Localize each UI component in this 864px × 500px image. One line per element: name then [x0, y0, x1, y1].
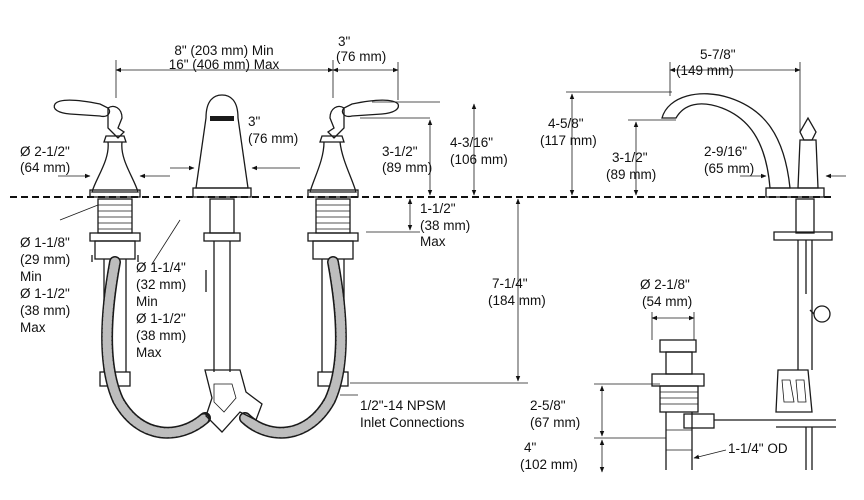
below-deck-label: 7-1/4" (184 mm) — [488, 276, 546, 308]
spout-hole-min-mm: (32 mm) — [136, 277, 186, 292]
spout-hole-max-mm: (38 mm) — [136, 328, 186, 343]
drain-assembly — [651, 339, 776, 470]
left-handle — [53, 99, 141, 198]
inlet-label: 1/2"-14 NPSM Inlet Connections — [360, 398, 465, 430]
drain-dia-label: Ø 2-1/8" (54 mm) — [640, 277, 692, 309]
spout-height-label: 4-5/8" (117 mm) — [540, 116, 597, 148]
spout-base-mm: (65 mm) — [704, 161, 754, 176]
spout-reach-mm: (149 mm) — [676, 63, 734, 78]
spout-shank — [203, 198, 241, 372]
spout-depth-mm: (76 mm) — [248, 131, 298, 146]
dimension-lines — [58, 60, 846, 473]
spout-hole-label: Ø 1-1/4" (32 mm) Min Ø 1-1/2" (38 mm) Ma… — [136, 260, 186, 360]
supply-hoses — [101, 256, 347, 439]
spout-hole-max-in: Ø 1-1/2" — [136, 311, 186, 326]
handle-hole-label: Ø 1-1/8" (29 mm) Min Ø 1-1/2" (38 mm) Ma… — [20, 235, 70, 335]
spout-outlet-height-mm: (89 mm) — [606, 167, 656, 182]
handle-offset-label: 3" (76 mm) — [336, 34, 386, 64]
handle-base-dia-in: Ø 2-1/2" — [20, 144, 70, 159]
spout-base-label: 2-9/16" (65 mm) — [704, 144, 754, 176]
handle-base-dia-mm: (64 mm) — [20, 160, 70, 175]
handle-offset-in: 3" — [338, 34, 351, 49]
below-deck-mm: (184 mm) — [488, 293, 546, 308]
side-view-spout — [661, 93, 836, 470]
handle-offset-mm: (76 mm) — [336, 49, 386, 64]
handle-height-in: 3-1/2" — [382, 144, 418, 159]
handle-hole-min-in: Ø 1-1/8" — [20, 235, 70, 250]
deck-thickness-in: 1-1/2" — [420, 201, 456, 216]
drain-length-in: 2-5/8" — [530, 398, 566, 413]
spout-reach-label: 5-7/8" (149 mm) — [676, 47, 736, 78]
right-handle — [307, 99, 400, 198]
spout-reach-in: 5-7/8" — [700, 47, 736, 62]
handle-hole-max-mm: (38 mm) — [20, 303, 70, 318]
spread-label: 8" (203 mm) Min 16" (406 mm) Max — [169, 43, 280, 72]
handle-hole-min-mm: (29 mm) — [20, 252, 70, 267]
drain-length-mm: (67 mm) — [530, 415, 580, 430]
tailpiece-od-label: 1-1/4" OD — [728, 441, 788, 456]
handle-hole-max: Max — [20, 320, 46, 335]
handle-hole-min: Min — [20, 269, 42, 284]
tailpiece-mm: (102 mm) — [520, 457, 578, 472]
spread-max-text: 16" (406 mm) Max — [169, 57, 280, 72]
spout-height-mm: (117 mm) — [540, 133, 597, 148]
inlet-connections: Inlet Connections — [360, 415, 465, 430]
overall-height-mm: (106 mm) — [450, 152, 508, 167]
handle-hole-max-in: Ø 1-1/2" — [20, 286, 70, 301]
drain-dia-in: Ø 2-1/8" — [640, 277, 690, 292]
spout-hole-max: Max — [136, 345, 162, 360]
tailpiece-label: 4" (102 mm) — [520, 440, 578, 472]
inlet-thread: 1/2"-14 NPSM — [360, 398, 446, 413]
tee-connector — [204, 369, 263, 433]
handle-height-label: 3-1/2" (89 mm) — [382, 144, 432, 175]
drain-length-label: 2-5/8" (67 mm) — [530, 398, 580, 430]
overall-height-in: 4-3/16" — [450, 135, 493, 150]
spread-min-text: 8" (203 mm) Min — [174, 43, 273, 58]
spout-outlet-height-in: 3-1/2" — [612, 150, 648, 165]
spout-hole-min-in: Ø 1-1/4" — [136, 260, 186, 275]
spout-outlet-height-label: 3-1/2" (89 mm) — [606, 150, 656, 182]
deck-thickness-max: Max — [420, 234, 446, 249]
spout-height-in: 4-5/8" — [548, 116, 584, 131]
deck-thickness-mm: (38 mm) — [420, 218, 470, 233]
spout-depth-label: 3" (76 mm) — [248, 114, 298, 146]
spout-base-in: 2-9/16" — [704, 144, 747, 159]
deck-thickness-label: 1-1/2" (38 mm) Max — [420, 201, 470, 249]
spout-hole-min: Min — [136, 294, 158, 309]
center-spout — [192, 94, 252, 198]
handle-height-mm: (89 mm) — [382, 160, 432, 175]
spout-depth-in: 3" — [248, 114, 261, 129]
tailpiece-od: 1-1/4" OD — [728, 441, 788, 456]
overall-height-label: 4-3/16" (106 mm) — [450, 135, 508, 167]
tailpiece-in: 4" — [524, 440, 537, 455]
handle-base-dia-label: Ø 2-1/2" (64 mm) — [20, 144, 70, 175]
below-deck-in: 7-1/4" — [492, 276, 528, 291]
drain-dia-mm: (54 mm) — [642, 294, 692, 309]
